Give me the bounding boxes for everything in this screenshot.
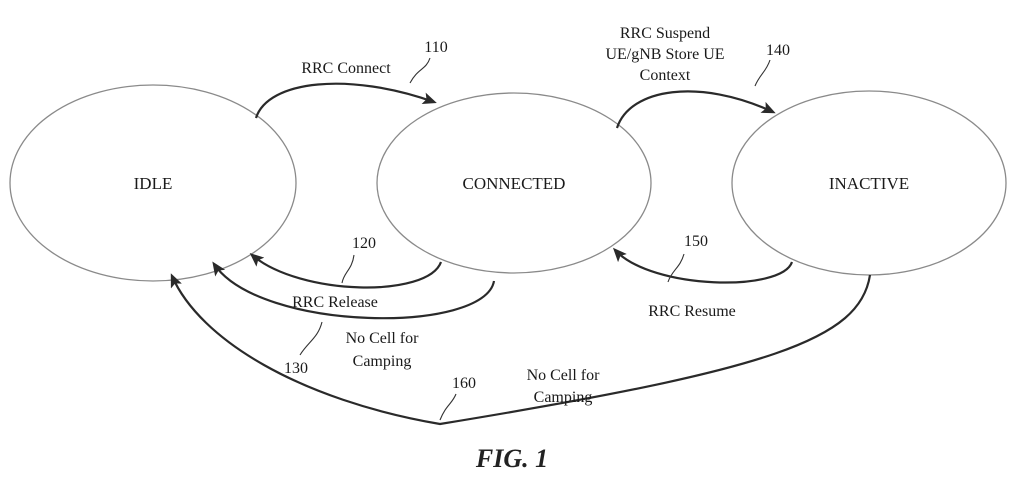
state-connected-label: CONNECTED: [463, 174, 566, 193]
rrc-suspend-label-line3: Context: [640, 67, 691, 84]
state-inactive-label: INACTIVE: [829, 174, 909, 193]
rrc-resume-label: RRC Resume: [648, 303, 736, 320]
transition-rrc-resume: 150 RRC Resume: [612, 233, 794, 320]
transition-no-cell-inactive: No Cell for Camping 160: [170, 273, 872, 426]
rrc-suspend-arrow: [615, 90, 776, 129]
rrc-release-label: RRC Release: [292, 294, 378, 311]
no-cell-connected-leader: [299, 321, 323, 356]
state-connected: CONNECTED: [376, 92, 652, 274]
no-cell-inactive-label-line2: Camping: [534, 389, 593, 406]
no-cell-connected-arrow: [212, 261, 496, 320]
rrc-resume-ref: 150: [684, 233, 708, 250]
state-idle-ellipse: [9, 84, 297, 282]
rrc-connect-label: RRC Connect: [301, 60, 391, 77]
rrc-connect-ref: 110: [424, 39, 447, 56]
rrc-release-leader: [341, 254, 355, 284]
no-cell-connected-label-line1: No Cell for: [346, 330, 420, 347]
transition-rrc-connect: RRC Connect 110: [254, 39, 448, 119]
state-idle-label: IDLE: [134, 174, 173, 193]
transition-rrc-suspend: RRC Suspend UE/gNB Store UE Context 140: [605, 25, 790, 129]
rrc-suspend-ref: 140: [766, 42, 790, 59]
state-inactive: INACTIVE: [731, 90, 1007, 276]
rrc-release-ref: 120: [352, 235, 376, 252]
rrc-release-arrow: [249, 253, 443, 289]
no-cell-inactive-leader: [439, 393, 457, 421]
state-connected-ellipse: [376, 92, 652, 274]
no-cell-connected-label-line2: Camping: [353, 353, 412, 370]
rrc-resume-arrow: [612, 247, 794, 284]
transition-no-cell-connected: No Cell for Camping 130: [212, 261, 496, 377]
state-idle: IDLE: [9, 84, 297, 282]
no-cell-connected-ref: 130: [284, 360, 308, 377]
no-cell-inactive-arrow: [170, 273, 872, 426]
no-cell-inactive-label-line1: No Cell for: [527, 367, 601, 384]
rrc-suspend-label-line2: UE/gNB Store UE: [605, 46, 724, 63]
rrc-resume-leader: [667, 253, 685, 283]
rrc-suspend-leader: [754, 59, 771, 87]
figure-caption: FIG. 1: [475, 444, 548, 473]
transition-rrc-release: 120 RRC Release: [249, 235, 443, 311]
rrc-connect-leader: [409, 57, 431, 84]
no-cell-inactive-ref: 160: [452, 375, 476, 392]
rrc-suspend-label-line1: RRC Suspend: [620, 25, 710, 42]
rrc-connect-arrow: [254, 82, 437, 119]
